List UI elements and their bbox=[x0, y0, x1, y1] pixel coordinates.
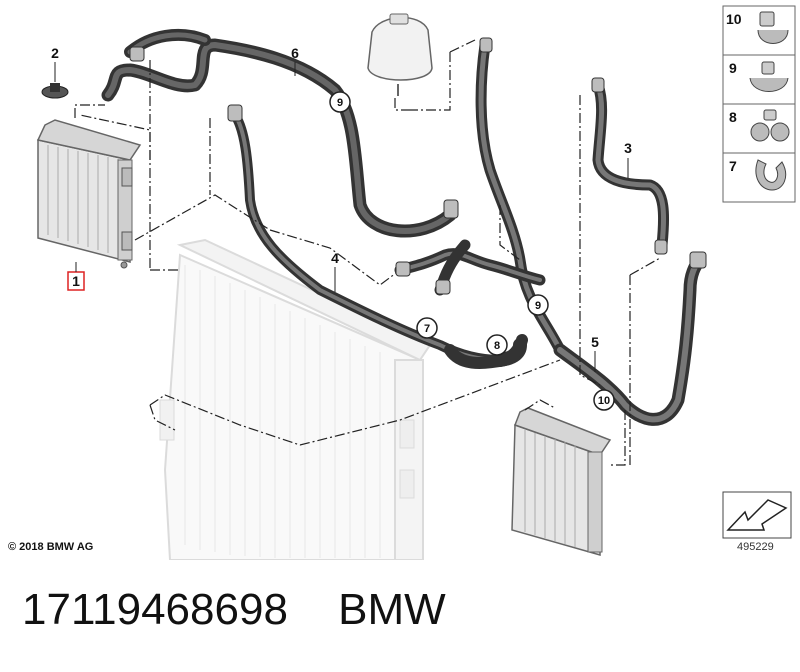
legend-item-7: 7 bbox=[729, 158, 787, 191]
callout-4: 4 bbox=[331, 250, 339, 292]
legend-8-label: 8 bbox=[729, 109, 737, 125]
callout-3: 3 bbox=[624, 140, 632, 178]
callout-5-label: 5 bbox=[591, 334, 599, 350]
callout-2: 2 bbox=[51, 45, 59, 82]
brand-name: BMW bbox=[338, 585, 446, 634]
auxiliary-radiator-left[interactable] bbox=[36, 119, 142, 269]
circled-callout-9b: 9 bbox=[527, 294, 549, 316]
clip-legend: 10 9 8 7 bbox=[722, 5, 796, 203]
circled-callout-8: 8 bbox=[486, 334, 508, 356]
circled-9b-label: 9 bbox=[535, 300, 541, 312]
legend-10-label: 10 bbox=[726, 11, 742, 27]
part-number: 17119468698 bbox=[22, 585, 288, 634]
copyright-notice: © 2018 BMW AG bbox=[8, 541, 94, 553]
circled-9a-label: 9 bbox=[337, 97, 343, 109]
circled-8-label: 8 bbox=[494, 340, 500, 352]
callout-6: 6 bbox=[291, 45, 299, 76]
callout-5: 5 bbox=[591, 334, 599, 372]
circled-callout-10: 10 bbox=[593, 389, 615, 411]
callout-1-label: 1 bbox=[72, 273, 80, 289]
circled-7-label: 7 bbox=[424, 323, 430, 335]
callout-1[interactable]: 1 bbox=[67, 262, 85, 291]
circled-callout-9a: 9 bbox=[329, 91, 351, 113]
orientation-arrow-icon bbox=[722, 491, 792, 539]
parts-diagram: 1 2 3 4 5 6 9 9 7 8 10 bbox=[36, 5, 796, 560]
main-radiator bbox=[159, 238, 432, 560]
diagram-number: 495229 bbox=[737, 541, 774, 553]
legend-item-8: 8 bbox=[729, 109, 790, 142]
footer-caption: 17119468698 BMW bbox=[22, 585, 446, 635]
radiator-cap bbox=[41, 83, 69, 99]
legend-7-label: 7 bbox=[729, 158, 737, 174]
callout-4-label: 4 bbox=[331, 250, 339, 266]
callout-3-label: 3 bbox=[624, 140, 632, 156]
legend-item-9: 9 bbox=[729, 60, 789, 92]
hose-clamps bbox=[129, 37, 707, 295]
callout-2-label: 2 bbox=[51, 45, 59, 61]
legend-item-10: 10 bbox=[726, 11, 789, 44]
circled-callout-7: 7 bbox=[416, 317, 438, 339]
expansion-tank bbox=[367, 13, 433, 96]
auxiliary-radiator-right bbox=[511, 407, 612, 556]
callout-6-label: 6 bbox=[291, 45, 299, 61]
legend-9-label: 9 bbox=[729, 60, 737, 76]
circled-10-label: 10 bbox=[598, 395, 610, 407]
assembly-lines bbox=[74, 39, 661, 466]
